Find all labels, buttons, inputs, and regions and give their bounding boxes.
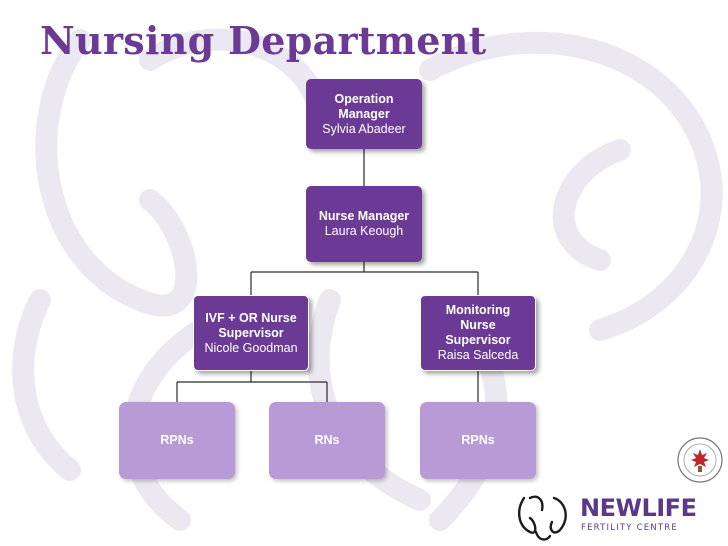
ivf-or-supervisor-node: IVF + OR Nurse Supervisor Nicole Goodman	[193, 295, 309, 371]
ivf-supervisor-role-line1: IVF + OR Nurse	[205, 310, 297, 325]
ivf-rns-node: RNs	[269, 402, 385, 479]
nurse-manager-role: Nurse Manager	[318, 209, 410, 223]
monitoring-supervisor-role-line2: Nurse	[460, 318, 496, 332]
operation-manager-role-line2: Manager	[338, 106, 390, 121]
monitoring-supervisor-node: Monitoring Nurse Supervisor Raisa Salced…	[420, 295, 536, 371]
monitoring-supervisor-role-line1: Monitoring	[445, 303, 511, 317]
ivf-rns-label: RNs	[314, 433, 340, 447]
ivf-supervisor-name: Nicole Goodman	[204, 340, 298, 355]
operation-manager-node: Operation Manager Sylvia Abadeer	[306, 79, 422, 149]
operation-manager-name: Sylvia Abadeer	[322, 121, 406, 136]
monitoring-supervisor-role-line3: Supervisor	[445, 333, 511, 347]
monitoring-supervisor-name: Raisa Salceda	[437, 348, 519, 362]
logo-word: NEWLIFE	[580, 494, 697, 522]
page-title: Nursing Department	[40, 18, 487, 63]
monitoring-rpns-node: RPNs	[420, 402, 536, 479]
monitoring-rpns-label: RPNs	[461, 433, 495, 447]
university-seal-icon	[677, 437, 723, 483]
newlife-logo-text: NEWLIFE FERTILITY CENTRE	[580, 494, 697, 544]
nurse-manager-node: Nurse Manager Laura Keough	[306, 186, 422, 262]
ivf-rpns-label: RPNs	[160, 433, 194, 447]
ivf-supervisor-role-line2: Supervisor	[218, 325, 284, 340]
newlife-logo-icon	[518, 495, 567, 541]
nurse-manager-name: Laura Keough	[324, 224, 404, 238]
ivf-rpns-node: RPNs	[119, 402, 235, 479]
logo-subtitle: FERTILITY CENTRE	[581, 523, 678, 533]
operation-manager-role-line1: Operation	[334, 91, 394, 106]
